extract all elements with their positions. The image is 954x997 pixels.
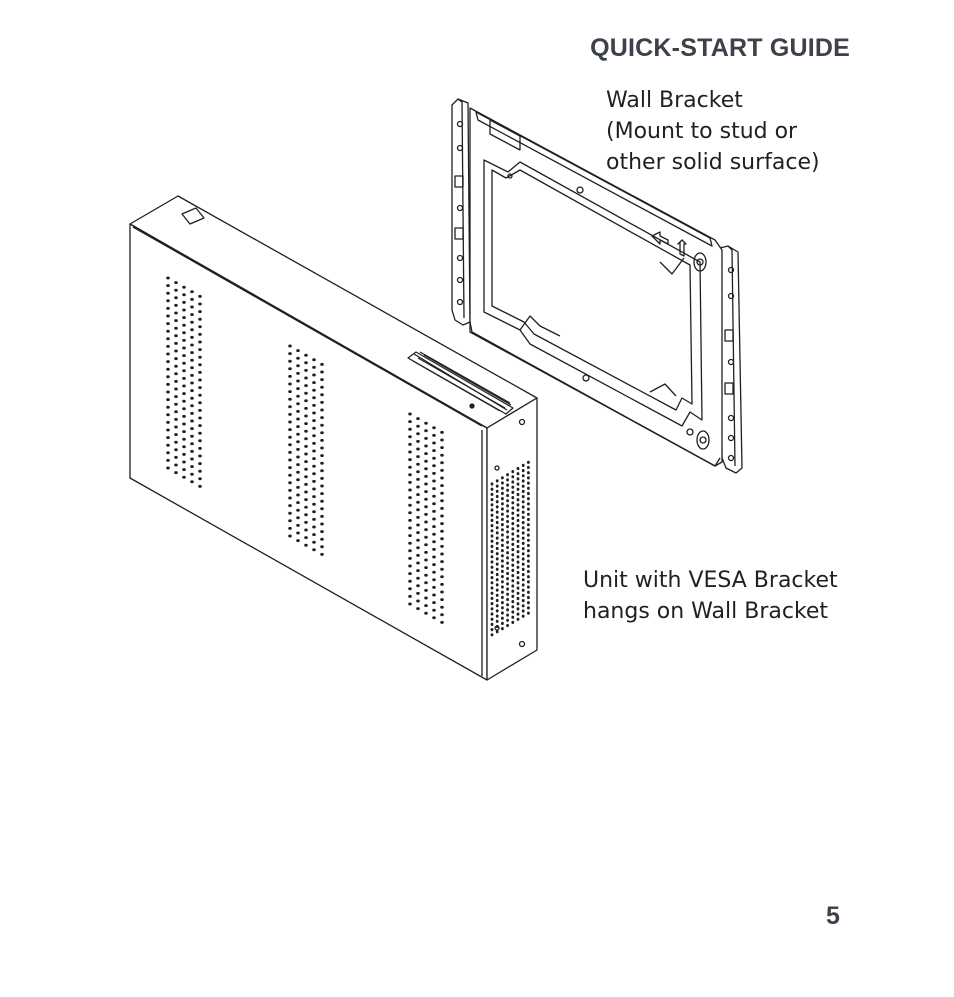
wall-bracket-caption-line: Wall Bracket [606,88,743,113]
unit-drawing [129,195,538,681]
page-heading: QUICK-START GUIDE [590,34,850,62]
wall-bracket-caption: Wall Bracket (Mount to stud or other sol… [606,85,820,178]
unit-caption-line: hangs on Wall Bracket [583,599,829,624]
wall-bracket-drawing [451,98,743,474]
page-number: 5 [826,902,840,930]
front-vent-holes [166,276,444,624]
wall-bracket-caption-line: other solid surface) [606,150,820,175]
wall-bracket-caption-line: (Mount to stud or [606,119,798,144]
unit-caption-line: Unit with VESA Bracket [583,568,838,593]
side-vent-holes [490,460,530,637]
unit-caption: Unit with VESA Bracket hangs on Wall Bra… [583,565,838,627]
